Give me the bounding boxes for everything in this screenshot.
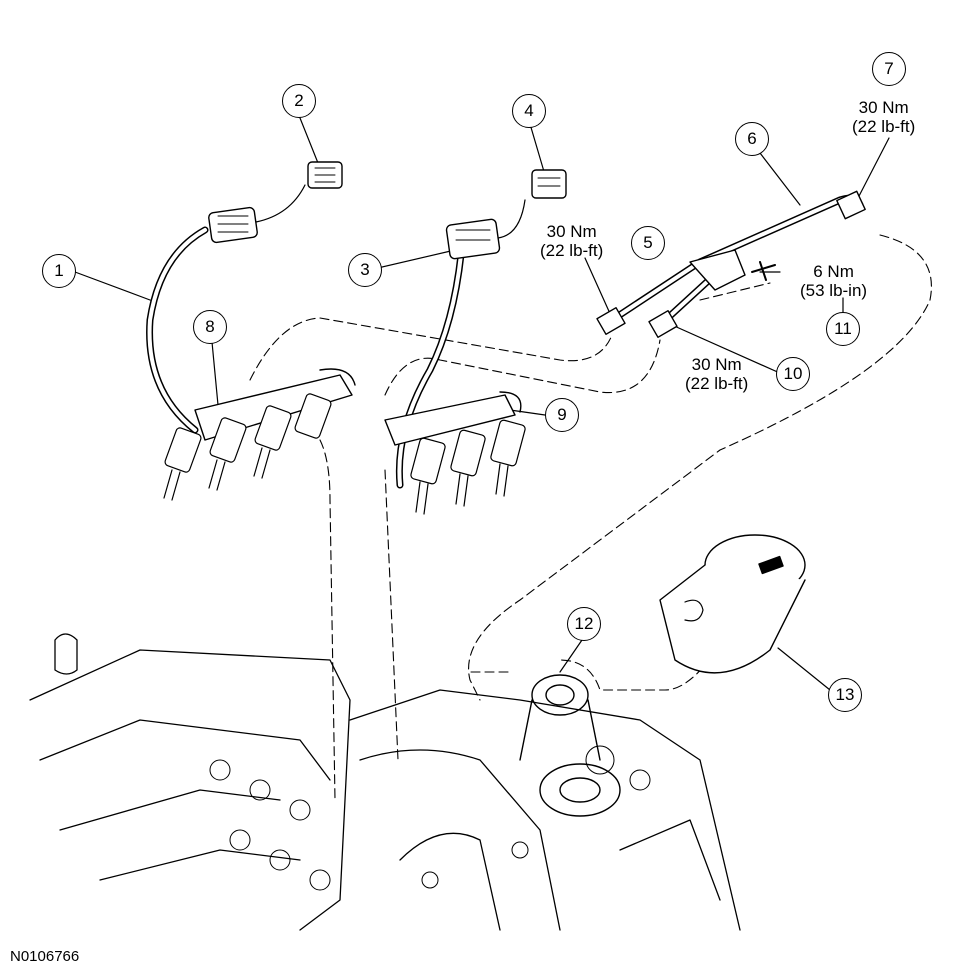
left-harness — [146, 161, 343, 434]
torque-spec-10: 30 Nm (22 lb-ft) — [685, 355, 748, 393]
callout-3: 3 — [348, 253, 382, 287]
torque-spec-5: 30 Nm (22 lb-ft) — [540, 222, 603, 260]
torque-spec-7: 30 Nm (22 lb-ft) — [852, 98, 915, 136]
torque-nm: 30 Nm — [691, 355, 742, 374]
callout-10: 10 — [776, 357, 810, 391]
torque-spec-11: 6 Nm (53 lb-in) — [800, 262, 867, 300]
middle-harness — [395, 169, 567, 489]
callout-9: 9 — [545, 398, 579, 432]
right-fuel-rail — [384, 391, 526, 515]
torque-nm: 30 Nm — [858, 98, 909, 117]
callout-1: 1 — [42, 254, 76, 288]
leader-lines — [74, 117, 890, 691]
fuel-supply-tube — [596, 190, 866, 338]
callout-8: 8 — [193, 310, 227, 344]
torque-nm: 6 Nm — [813, 262, 854, 281]
high-pressure-pump-cover — [659, 534, 806, 674]
callout-6: 6 — [735, 122, 769, 156]
pump-mount — [519, 674, 621, 817]
torque-imperial: (22 lb-ft) — [852, 117, 916, 136]
callout-4: 4 — [512, 94, 546, 128]
callout-2: 2 — [282, 84, 316, 118]
torque-imperial: (53 lb-in) — [800, 281, 868, 300]
torque-imperial: (22 lb-ft) — [685, 374, 749, 393]
torque-nm: 30 Nm — [546, 222, 597, 241]
callout-7: 7 — [872, 52, 906, 86]
figure-id: N0106766 — [10, 948, 80, 965]
left-fuel-rail — [163, 368, 356, 501]
engine-block — [29, 633, 741, 931]
callout-5: 5 — [631, 226, 665, 260]
callout-11: 11 — [826, 312, 860, 346]
assembly-paths — [249, 234, 932, 801]
callout-12: 12 — [567, 607, 601, 641]
callout-13: 13 — [828, 678, 862, 712]
torque-imperial: (22 lb-ft) — [540, 241, 604, 260]
